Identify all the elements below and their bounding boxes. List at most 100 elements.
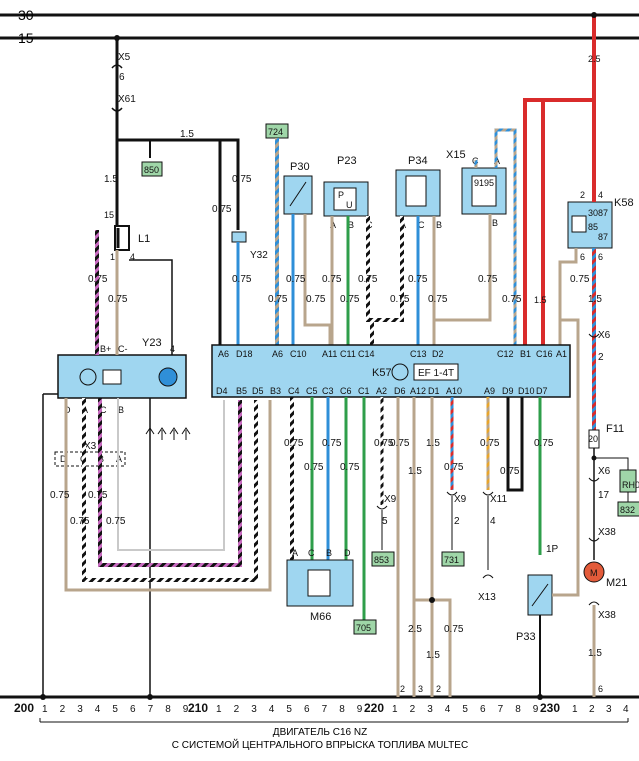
k57-pin-bottom-b3: B3 bbox=[270, 386, 281, 396]
svg-text:M21: M21 bbox=[606, 577, 627, 589]
tag-705: 705 bbox=[353, 619, 377, 635]
k57-pin-top-c14: C14 bbox=[358, 349, 375, 359]
k57-pin-bottom-c5: C5 bbox=[306, 386, 318, 396]
connector-x5: X5 6 bbox=[111, 52, 131, 83]
ruler-major-230: 230 bbox=[540, 701, 560, 715]
svg-text:15: 15 bbox=[104, 210, 114, 220]
k57-pin-bottom-a10: A10 bbox=[446, 386, 462, 396]
ruler-minor-0-8: 8 bbox=[165, 704, 171, 715]
ruler-minor-1-4: 4 bbox=[269, 704, 275, 715]
svg-text:724: 724 bbox=[268, 127, 283, 137]
ruler-minor-2-7: 7 bbox=[498, 704, 504, 715]
arrows-y23 bbox=[145, 427, 191, 440]
svg-text:C: C bbox=[418, 220, 425, 230]
ruler-minor-2-5: 5 bbox=[462, 704, 468, 715]
svg-text:0.75: 0.75 bbox=[70, 516, 90, 527]
svg-text:2.5: 2.5 bbox=[588, 54, 601, 64]
svg-text:X9: X9 bbox=[454, 494, 467, 505]
k57-pin-top-d2: D2 bbox=[432, 349, 444, 359]
k57-pin-bottom-d7: D7 bbox=[536, 386, 548, 396]
ruler-minor-3-4: 4 bbox=[623, 704, 629, 715]
ruler-major-200: 200 bbox=[14, 701, 34, 715]
ruler-minor-2-3: 3 bbox=[427, 704, 433, 715]
svg-text:1.5: 1.5 bbox=[588, 294, 602, 305]
svg-text:2: 2 bbox=[436, 684, 441, 694]
svg-text:6: 6 bbox=[580, 252, 585, 262]
svg-text:Y23: Y23 bbox=[142, 337, 162, 349]
ruler-minor-0-2: 2 bbox=[60, 704, 66, 715]
caption: ДВИГАТЕЛЬ C16 NZ С СИСТЕМОЙ ЦЕНТРАЛЬНОГО… bbox=[39, 718, 629, 751]
k57-pin-top-a6: A6 bbox=[218, 349, 229, 359]
svg-text:X6: X6 bbox=[598, 330, 611, 341]
svg-text:P: P bbox=[338, 190, 344, 200]
svg-text:0.75: 0.75 bbox=[478, 274, 498, 285]
svg-text:853: 853 bbox=[374, 555, 389, 565]
svg-text:P33: P33 bbox=[516, 631, 536, 643]
svg-text:1.5: 1.5 bbox=[426, 438, 440, 449]
svg-text:1.5: 1.5 bbox=[408, 466, 422, 477]
svg-text:731: 731 bbox=[444, 555, 459, 565]
svg-text:17: 17 bbox=[598, 490, 610, 501]
ruler-minor-1-8: 8 bbox=[339, 704, 345, 715]
k57-pin-top-c16: C16 bbox=[536, 349, 553, 359]
svg-text:0.75: 0.75 bbox=[306, 294, 326, 305]
caption-line-2: С СИСТЕМОЙ ЦЕНТРАЛЬНОГО ВПРЫСКА ТОПЛИВА … bbox=[172, 738, 468, 751]
svg-text:P30: P30 bbox=[290, 161, 310, 173]
svg-text:0.75: 0.75 bbox=[534, 438, 554, 449]
svg-text:0.75: 0.75 bbox=[340, 294, 360, 305]
svg-text:0.75: 0.75 bbox=[232, 274, 252, 285]
k57-pin-top-c11: C11 bbox=[340, 349, 356, 359]
ruler-minor-3-1: 1 bbox=[572, 704, 578, 715]
component-p34: P34 A C B 0.75 0.75 0.75 bbox=[372, 155, 448, 345]
svg-text:87: 87 bbox=[598, 232, 608, 242]
svg-text:RH0: RH0 bbox=[622, 480, 639, 490]
svg-text:X13: X13 bbox=[478, 592, 496, 603]
svg-text:0.75: 0.75 bbox=[322, 274, 342, 285]
svg-text:1: 1 bbox=[110, 252, 115, 262]
svg-text:0.75: 0.75 bbox=[106, 516, 126, 527]
ruler-minor-1-6: 6 bbox=[304, 704, 310, 715]
ruler-minor-1-2: 2 bbox=[234, 704, 240, 715]
svg-text:0.75: 0.75 bbox=[428, 294, 448, 305]
svg-text:2: 2 bbox=[454, 516, 460, 527]
svg-text:705: 705 bbox=[356, 623, 371, 633]
svg-text:X6: X6 bbox=[598, 466, 611, 477]
k57-pin-bottom-d6: D6 bbox=[394, 386, 406, 396]
ruler-minor-2-8: 8 bbox=[515, 704, 521, 715]
svg-text:0.75: 0.75 bbox=[88, 490, 108, 501]
svg-text:1.5: 1.5 bbox=[534, 295, 547, 305]
svg-text:0.75: 0.75 bbox=[358, 274, 378, 285]
k57-pin-bottom-c1: C1 bbox=[358, 386, 370, 396]
component-y23: Y23 B+ C- 4 D A C B bbox=[57, 337, 187, 415]
svg-text:0.75: 0.75 bbox=[268, 294, 288, 305]
k57-pin-bottom-b5: B5 bbox=[236, 386, 247, 396]
svg-text:0.75: 0.75 bbox=[390, 294, 410, 305]
svg-text:0.75: 0.75 bbox=[502, 294, 522, 305]
svg-text:1.5: 1.5 bbox=[588, 648, 602, 659]
ruler-minor-2-6: 6 bbox=[480, 704, 486, 715]
svg-text:850: 850 bbox=[144, 165, 159, 175]
svg-text:0.75: 0.75 bbox=[444, 462, 464, 473]
k57-pin-bottom-a12: A12 bbox=[410, 386, 426, 396]
svg-text:M: M bbox=[590, 568, 598, 578]
ruler-minor-2-9: 9 bbox=[533, 704, 539, 715]
svg-text:1.5: 1.5 bbox=[104, 174, 118, 185]
svg-text:M66: M66 bbox=[310, 611, 331, 623]
ruler-minor-1-9: 9 bbox=[357, 704, 363, 715]
svg-text:X3: X3 bbox=[84, 441, 97, 452]
k57-pin-bottom-c3: C3 bbox=[322, 386, 334, 396]
component-p33: P33 1P bbox=[516, 318, 580, 700]
svg-text:B: B bbox=[436, 220, 442, 230]
svg-text:1P: 1P bbox=[546, 544, 559, 555]
svg-text:2.5: 2.5 bbox=[408, 624, 422, 635]
k57-pin-top-a1: A1 bbox=[556, 349, 567, 359]
svg-text:0.75: 0.75 bbox=[570, 274, 590, 285]
ruler-minor-3-3: 3 bbox=[606, 704, 612, 715]
svg-text:30: 30 bbox=[588, 208, 598, 218]
svg-text:A: A bbox=[292, 548, 298, 558]
svg-text:X5: X5 bbox=[118, 52, 131, 63]
ruler-minor-1-1: 1 bbox=[216, 704, 222, 715]
rail-15: 15 bbox=[0, 30, 639, 46]
